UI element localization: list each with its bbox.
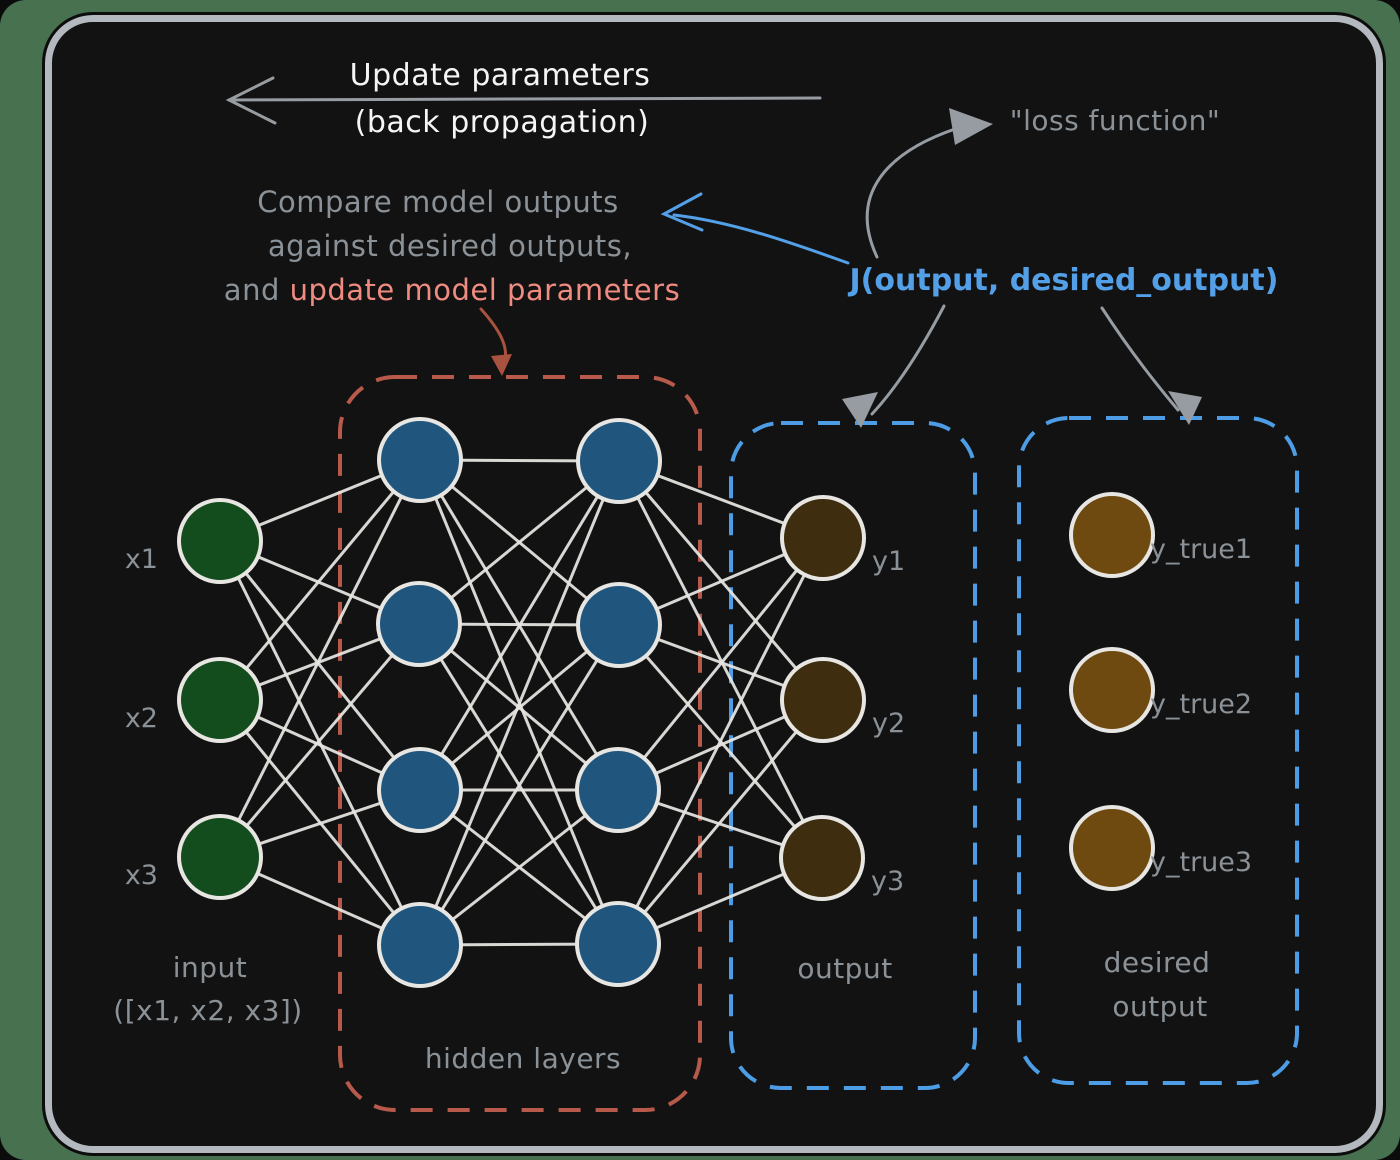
output-node-y3 (779, 815, 865, 901)
j-function-label: J(output, desired_output) (849, 263, 1279, 298)
hidden-layers-label: hidden layers (424, 1042, 622, 1075)
hidden-node-h11 (377, 417, 463, 503)
edge-h24-y1 (616, 537, 825, 945)
hidden-node-h22 (576, 582, 662, 668)
output-node-label-y2: y2 (872, 708, 905, 739)
j-to-desired-arrow (1100, 306, 1202, 425)
update-parameters-label: Update parameters (349, 58, 651, 93)
desired-node-label-yt3: y_true3 (1150, 847, 1252, 878)
edge-x1-h13 (218, 540, 422, 791)
input-node-x1 (177, 498, 263, 584)
output-node-label-y3: y3 (871, 866, 904, 897)
compare-pointer-arrow (660, 192, 850, 265)
compare-outputs-line2: against desired outputs, (267, 229, 633, 263)
desired-output-label-line2: output (1112, 990, 1208, 1023)
edge-x3-h12 (218, 623, 421, 858)
hidden-node-h23 (575, 747, 661, 833)
desired-node-label-yt2: y_true2 (1150, 689, 1252, 720)
backprop-arrow (225, 76, 822, 125)
compare-line3-prefix: and (223, 273, 290, 307)
output-node-label-y1: y1 (872, 546, 905, 577)
edge-h13-h21 (418, 460, 621, 791)
loss-function-label: "loss function" (1009, 104, 1221, 137)
desired-node-yt3 (1069, 805, 1155, 891)
input-vector-label: ([x1, x2, x3]) (113, 994, 303, 1027)
compare-outputs-line1: Compare model outputs (257, 185, 619, 219)
input-node-label-x3: x3 (125, 860, 158, 891)
edge-h14-h22 (418, 624, 621, 946)
edge-h24-y2 (616, 699, 825, 945)
output-box-label: output (797, 952, 893, 985)
input-node-x2 (177, 657, 263, 743)
hidden-node-h24 (575, 901, 661, 987)
edge-h12-h21 (418, 459, 620, 626)
desired-node-label-yt1: y_true1 (1150, 534, 1252, 565)
output-node-y2 (780, 657, 866, 743)
edge-h23-y1 (616, 537, 825, 791)
hidden-node-h14 (377, 902, 463, 988)
input-label: input (172, 951, 248, 984)
j-to-output-arrow (842, 304, 946, 428)
edge-h21-y3 (617, 460, 824, 859)
desired-node-yt1 (1069, 492, 1155, 578)
edge-h13-h22 (419, 623, 620, 792)
edge-x2-h11 (218, 459, 422, 701)
input-node-label-x1: x1 (125, 544, 158, 575)
desired-output-label-line1: desired (1103, 946, 1211, 979)
input-node-label-x2: x2 (125, 703, 158, 734)
edge-h14-h21 (418, 460, 621, 946)
edge-x1-h14 (218, 540, 422, 946)
compare-outputs-line3: and update model parameters (224, 273, 680, 307)
desired-output-box (1017, 416, 1299, 1085)
desired-node-yt2 (1069, 647, 1155, 733)
hidden-node-h13 (377, 747, 463, 833)
hidden-layers-box (338, 375, 702, 1112)
loss-function-arrow (865, 108, 993, 259)
hidden-node-h12 (376, 581, 462, 667)
hidden-node-h21 (576, 418, 662, 504)
output-node-y1 (780, 495, 866, 581)
back-propagation-label: (back propagation) (354, 105, 650, 140)
update-params-arrow (479, 307, 512, 376)
update-model-parameters-highlight: update model parameters (289, 273, 681, 307)
edge-x3-h11 (218, 459, 422, 858)
input-node-x3 (177, 814, 263, 900)
